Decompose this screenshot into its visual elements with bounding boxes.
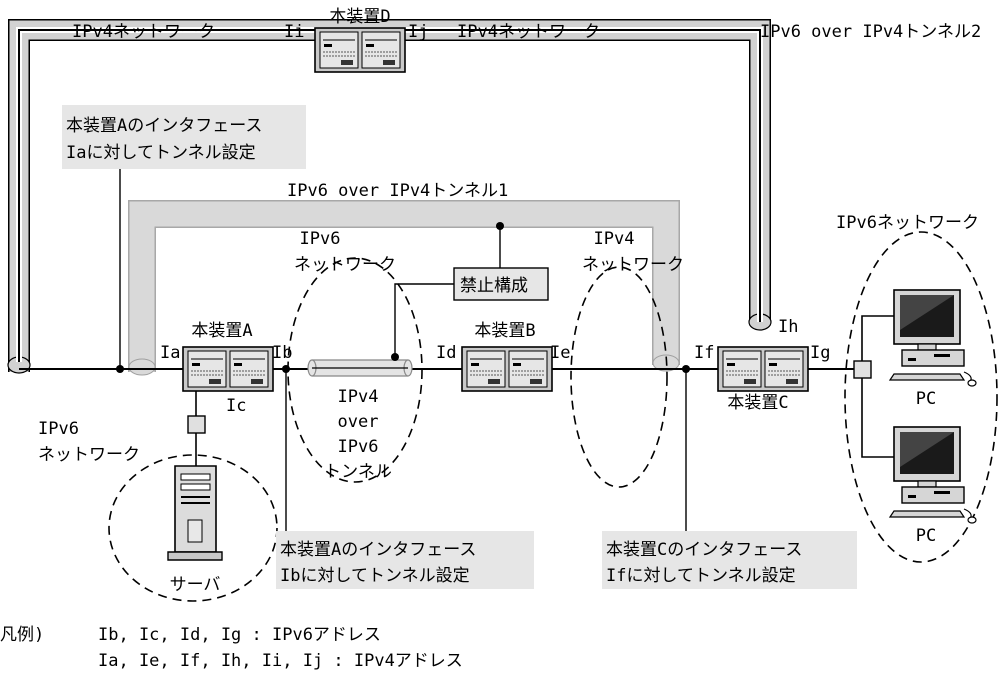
inner-tunnel-label-1: IPv4 bbox=[338, 387, 379, 407]
server-label: サーバ bbox=[170, 575, 221, 595]
callout-c-if-text-2: Ifに対してトンネル設定 bbox=[606, 566, 796, 586]
pc1-label: PC bbox=[916, 389, 936, 409]
iface-ib-label: Ib bbox=[272, 343, 292, 363]
callout-a-ia-box bbox=[62, 105, 306, 169]
hub-right-icon bbox=[853, 360, 872, 379]
device-b-label: 本装置B bbox=[474, 321, 535, 341]
callout-a-ib-text-2: Ibに対してトンネル設定 bbox=[280, 566, 470, 586]
ipv4-mid-network-ellipse bbox=[570, 266, 668, 488]
inner-tunnel-label-4: トンネル bbox=[324, 462, 392, 482]
ipv6-right-network-ellipse bbox=[844, 231, 998, 563]
ipv6-right-network-label: IPv6ネットワーク bbox=[836, 213, 979, 233]
router-a-icon[interactable] bbox=[182, 346, 274, 392]
ipv6-mid-network-label-2: ネットワーク bbox=[294, 255, 396, 275]
iface-ic-label: Ic bbox=[226, 396, 246, 416]
callout-forbidden-text: 禁止構成 bbox=[460, 276, 528, 296]
tunnel1-label: IPv6 over IPv4トンネル1 bbox=[287, 181, 508, 201]
pc2-icon[interactable] bbox=[889, 426, 977, 524]
iface-ii-label: Ii bbox=[284, 22, 304, 42]
tunnel2-label: IPv6 over IPv4トンネル2 bbox=[760, 22, 981, 42]
device-a-label: 本装置A bbox=[191, 321, 252, 341]
ipv6-left-network-label-2: ネットワーク bbox=[38, 445, 140, 465]
legend-title: 凡例) bbox=[0, 625, 44, 645]
pc2-label: PC bbox=[916, 526, 936, 546]
callout-a-ib-text-1: 本装置Aのインタフェース bbox=[280, 540, 476, 560]
iface-if-label: If bbox=[694, 343, 714, 363]
ipv6-mid-network-label: IPv6 bbox=[300, 229, 341, 249]
inner-tunnel-label-2: over bbox=[338, 412, 379, 432]
tunnel1-pipe bbox=[128, 200, 680, 376]
iface-ig-label: Ig bbox=[810, 343, 830, 363]
device-c-label: 本装置C bbox=[727, 393, 788, 413]
ipv4-over-ipv6-tunnel-pipe bbox=[307, 359, 413, 377]
iface-ia-label: Ia bbox=[160, 343, 180, 363]
ipv4-mid-network-label: IPv4 bbox=[594, 229, 635, 249]
device-d-label: 本装置D bbox=[329, 7, 390, 27]
callout-forbidden-box bbox=[453, 267, 549, 301]
callout-c-if-box bbox=[602, 531, 857, 589]
ipv6-left-network-label: IPv6 bbox=[38, 419, 79, 439]
ipv6-left-network-ellipse bbox=[108, 454, 278, 602]
callout-a-ia-text-2: Iaに対してトンネル設定 bbox=[66, 143, 256, 163]
ipv4-network-label-left: IPv4ネットワーク bbox=[72, 22, 215, 42]
ipv4-network-label-right: IPv4ネットワーク bbox=[457, 22, 600, 42]
pc1-icon[interactable] bbox=[889, 289, 977, 387]
router-d-icon[interactable] bbox=[314, 27, 406, 73]
legend-ipv6-line: Ib, Ic, Id, Ig : IPv6アドレス bbox=[98, 625, 381, 645]
leader-forbidden bbox=[394, 283, 455, 357]
hub-left-icon bbox=[187, 415, 206, 434]
server-icon[interactable] bbox=[167, 465, 223, 561]
ipv4-mid-network-label-2: ネットワーク bbox=[582, 255, 684, 275]
iface-ij-label: Ij bbox=[408, 22, 428, 42]
iface-ie-label: Ie bbox=[550, 343, 570, 363]
callout-a-ia-text-1: 本装置Aのインタフェース bbox=[66, 116, 262, 136]
callout-c-if-text-1: 本装置Cのインタフェース bbox=[606, 540, 802, 560]
iface-id-label: Id bbox=[436, 343, 456, 363]
legend-ipv4-line: Ia, Ie, If, Ih, Ii, Ij : IPv4アドレス bbox=[98, 651, 463, 671]
callout-a-ib-box bbox=[276, 531, 534, 589]
router-c-icon[interactable] bbox=[717, 346, 809, 392]
iface-ih-label: Ih bbox=[778, 317, 798, 337]
router-b-icon[interactable] bbox=[461, 346, 553, 392]
inner-tunnel-label-3: IPv6 bbox=[338, 437, 379, 457]
